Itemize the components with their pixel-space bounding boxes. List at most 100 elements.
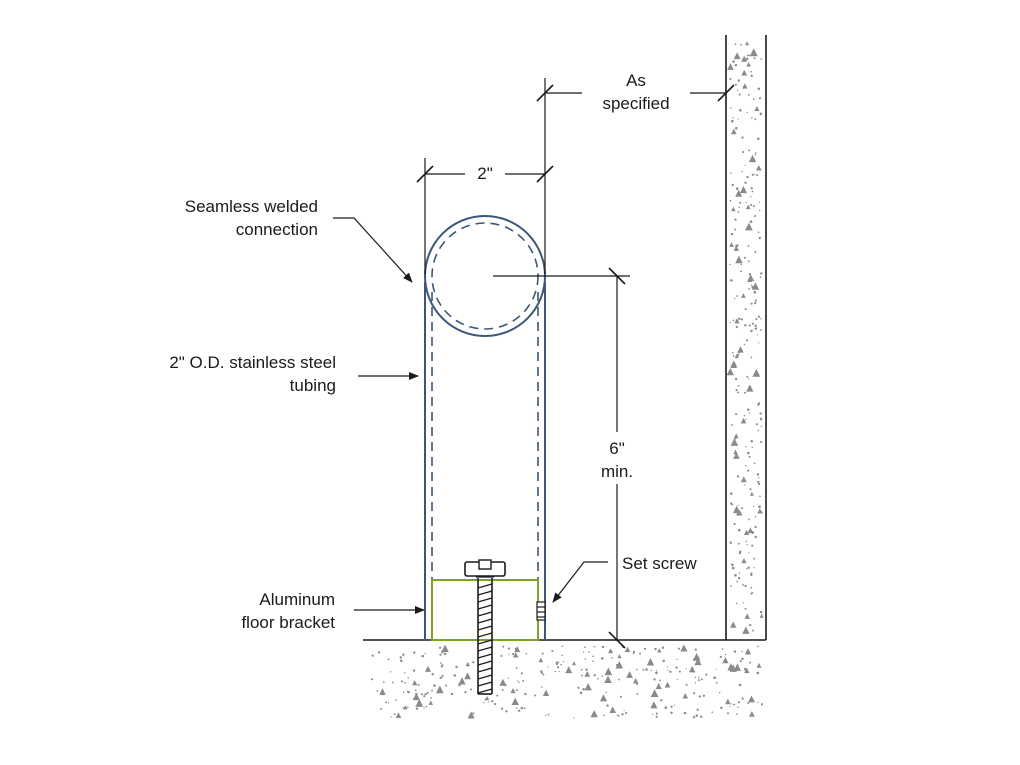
concrete-speck bbox=[737, 576, 741, 580]
width-tick-left bbox=[416, 165, 434, 183]
concrete-speck bbox=[735, 187, 739, 190]
concrete-speck bbox=[453, 674, 457, 677]
concrete-speck bbox=[734, 64, 737, 67]
concrete-speck bbox=[759, 112, 762, 115]
concrete-speck bbox=[585, 668, 588, 671]
concrete-speck bbox=[632, 650, 636, 654]
height-tick-top bbox=[608, 267, 626, 285]
concrete-aggregate bbox=[565, 666, 573, 674]
concrete-speck bbox=[729, 263, 731, 266]
concrete-aggregate bbox=[748, 154, 757, 163]
concrete-speck bbox=[584, 658, 587, 660]
dimension-height-label: 6" min. bbox=[587, 437, 647, 483]
concrete-speck bbox=[464, 691, 467, 694]
concrete-speck bbox=[751, 190, 754, 193]
concrete-speck bbox=[730, 492, 733, 495]
callout-tubing: 2" O.D. stainless steel tubing bbox=[96, 351, 336, 397]
concrete-speck bbox=[737, 542, 740, 545]
concrete-speck bbox=[694, 682, 697, 684]
concrete-speck bbox=[753, 505, 755, 508]
concrete-speck bbox=[616, 714, 618, 716]
concrete-speck bbox=[757, 137, 760, 140]
concrete-speck bbox=[747, 702, 750, 705]
concrete-speck bbox=[660, 699, 663, 702]
concrete-speck bbox=[750, 196, 752, 198]
concrete-aggregate bbox=[609, 706, 617, 713]
concrete-aggregate bbox=[510, 687, 516, 694]
concrete-aggregate bbox=[737, 346, 744, 353]
floor-concrete-hatch bbox=[371, 644, 764, 719]
concrete-aggregate bbox=[584, 682, 592, 691]
concrete-speck bbox=[472, 661, 475, 664]
concrete-aggregate bbox=[626, 671, 633, 678]
concrete-speck bbox=[718, 691, 721, 694]
floor-and-wall bbox=[363, 35, 767, 719]
concrete-speck bbox=[636, 668, 638, 671]
concrete-aggregate bbox=[646, 658, 655, 666]
concrete-speck bbox=[758, 477, 760, 479]
callout-bracket-line2: floor bracket bbox=[241, 613, 335, 632]
leader-welded-connection bbox=[333, 217, 413, 283]
concrete-speck bbox=[601, 645, 605, 649]
concrete-speck bbox=[525, 652, 528, 655]
concrete-speck bbox=[654, 647, 657, 651]
concrete-speck bbox=[750, 70, 753, 73]
concrete-speck bbox=[730, 172, 732, 174]
concrete-speck bbox=[745, 201, 747, 204]
concrete-speck bbox=[731, 566, 735, 570]
concrete-speck bbox=[685, 683, 688, 686]
concrete-aggregate bbox=[604, 675, 612, 684]
concrete-speck bbox=[750, 572, 753, 575]
concrete-speck bbox=[750, 574, 753, 577]
concrete-aggregate bbox=[743, 529, 750, 535]
callout-tubing-line2: tubing bbox=[289, 376, 336, 395]
concrete-speck bbox=[391, 681, 394, 684]
concrete-speck bbox=[736, 475, 740, 478]
concrete-speck bbox=[734, 43, 737, 46]
dim-height-line2: min. bbox=[600, 462, 634, 481]
concrete-speck bbox=[742, 295, 744, 298]
concrete-speck bbox=[748, 455, 751, 458]
concrete-speck bbox=[734, 377, 738, 381]
concrete-speck bbox=[751, 286, 754, 289]
concrete-aggregate bbox=[733, 663, 742, 671]
concrete-aggregate bbox=[572, 661, 577, 666]
concrete-aggregate bbox=[729, 242, 734, 247]
concrete-speck bbox=[617, 678, 620, 681]
concrete-aggregate bbox=[650, 701, 658, 709]
concrete-speck bbox=[757, 315, 761, 318]
bolt-thread-line bbox=[477, 597, 493, 603]
bolt-thread-line bbox=[477, 583, 493, 589]
concrete-speck bbox=[735, 244, 738, 247]
concrete-speck bbox=[745, 339, 749, 342]
concrete-aggregate bbox=[733, 52, 741, 60]
concrete-aggregate bbox=[741, 557, 747, 564]
concrete-speck bbox=[740, 318, 744, 321]
concrete-speck bbox=[758, 342, 760, 344]
concrete-speck bbox=[652, 713, 654, 716]
concrete-speck bbox=[745, 57, 749, 61]
bolt-thread-line bbox=[477, 660, 493, 666]
concrete-aggregate bbox=[608, 648, 614, 654]
concrete-speck bbox=[743, 484, 746, 486]
concrete-speck bbox=[748, 149, 751, 152]
concrete-speck bbox=[736, 295, 738, 297]
bolt-thread-line bbox=[477, 646, 493, 652]
concrete-speck bbox=[730, 279, 733, 282]
concrete-speck bbox=[729, 78, 732, 80]
dimension-height bbox=[493, 267, 630, 649]
bolt-thread-line bbox=[477, 625, 493, 631]
concrete-speck bbox=[426, 691, 429, 694]
concrete-speck bbox=[505, 710, 508, 713]
bolt-thread-line bbox=[477, 632, 493, 638]
concrete-aggregate bbox=[514, 646, 521, 653]
concrete-speck bbox=[425, 705, 428, 708]
concrete-speck bbox=[404, 682, 406, 684]
concrete-speck bbox=[515, 689, 518, 692]
concrete-aggregate bbox=[512, 651, 519, 658]
concrete-speck bbox=[750, 356, 753, 359]
concrete-aggregate bbox=[745, 222, 753, 231]
concrete-speck bbox=[420, 693, 424, 696]
concrete-speck bbox=[577, 686, 580, 689]
concrete-speck bbox=[754, 118, 757, 121]
